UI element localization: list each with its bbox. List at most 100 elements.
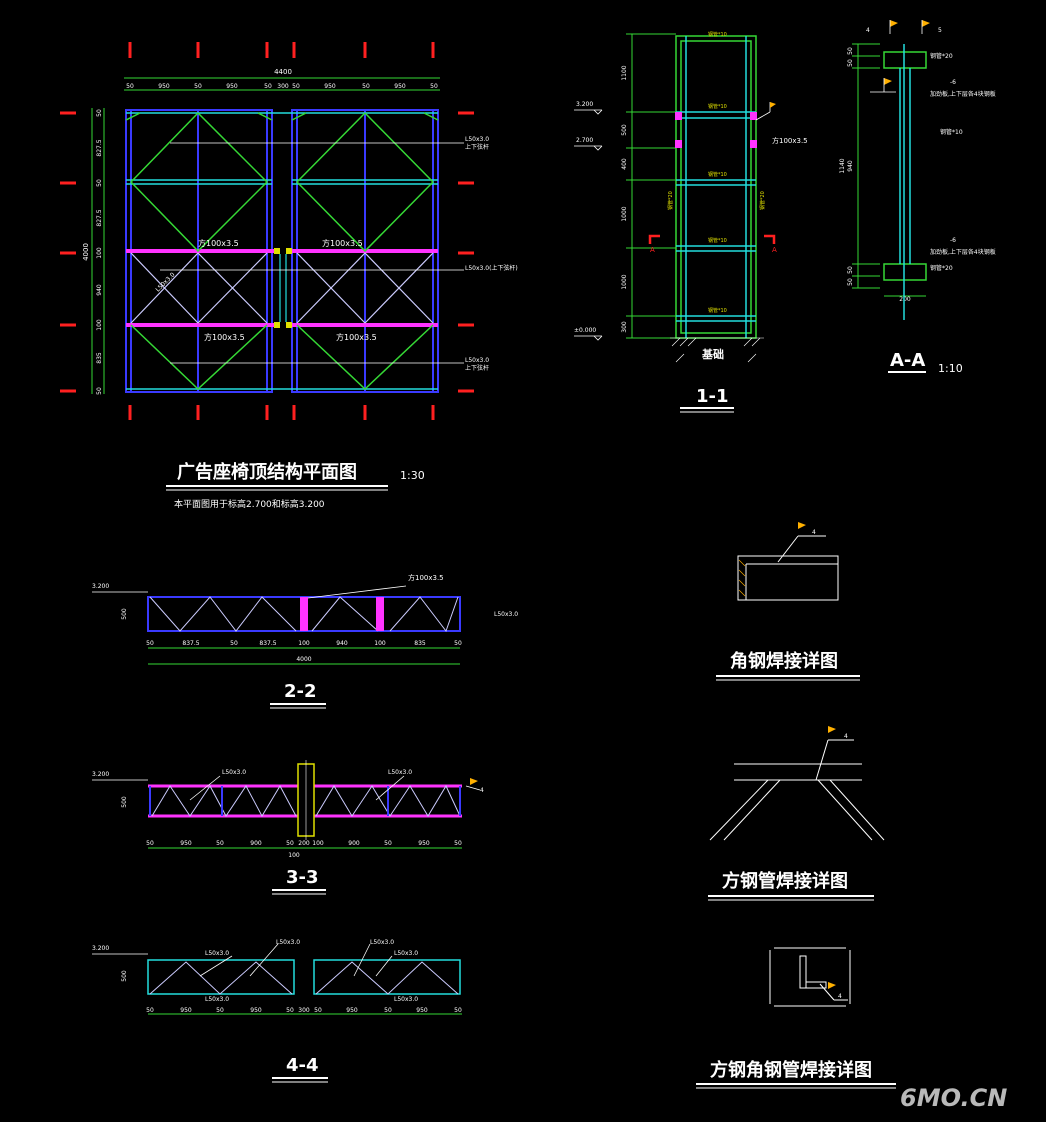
svg-text:950: 950 xyxy=(180,840,192,847)
svg-text:950: 950 xyxy=(180,1007,192,1014)
svg-text:4: 4 xyxy=(866,27,870,34)
svg-text:基础: 基础 xyxy=(701,347,724,361)
svg-text:50: 50 xyxy=(146,840,154,847)
svg-text:100: 100 xyxy=(298,640,310,647)
svg-text:加劲板,上下层各4块钢板: 加劲板,上下层各4块钢板 xyxy=(930,248,996,256)
svg-text:50: 50 xyxy=(286,1007,294,1014)
svg-text:钢管*10: 钢管*10 xyxy=(940,128,963,136)
svg-text:940: 940 xyxy=(96,284,103,296)
section-2-2-title: 2-2 xyxy=(284,681,317,702)
svg-text:L50x3.0: L50x3.0 xyxy=(394,950,418,957)
svg-text:50: 50 xyxy=(430,83,438,90)
svg-text:4000: 4000 xyxy=(296,656,311,663)
svg-text:1140: 1140 xyxy=(839,158,846,173)
svg-text:50: 50 xyxy=(384,1007,392,1014)
svg-text:钢管*10: 钢管*10 xyxy=(708,31,727,38)
svg-text:837.5: 837.5 xyxy=(182,640,199,647)
svg-text:50: 50 xyxy=(96,109,103,117)
svg-text:50: 50 xyxy=(292,83,300,90)
svg-text:50: 50 xyxy=(264,83,272,90)
svg-text:钢管*20: 钢管*20 xyxy=(930,264,953,272)
svg-text:835: 835 xyxy=(96,352,103,364)
section-4-4: 3.200 500 L50x3.0 L50x3.0 L50x3.0 L50x3.… xyxy=(92,939,462,1083)
svg-text:方100x3.5: 方100x3.5 xyxy=(198,238,239,248)
section-a-a-title: A-A xyxy=(890,350,925,371)
svg-text:50: 50 xyxy=(230,640,238,647)
svg-text:L50x3.0: L50x3.0 xyxy=(388,769,412,776)
svg-text:100: 100 xyxy=(374,640,386,647)
svg-text:500: 500 xyxy=(121,970,128,982)
svg-text:835: 835 xyxy=(414,640,426,647)
plan-total-height: 4000 xyxy=(82,243,90,261)
svg-text:300: 300 xyxy=(621,321,628,333)
section-1-1: 1100 500 400 1000 1000 300 3.200 2.700 ±… xyxy=(574,31,808,413)
svg-text:L50x3.0: L50x3.0 xyxy=(494,611,518,618)
svg-text:500: 500 xyxy=(621,124,628,136)
section-3-3: 3.200 500 L50x3.0 L50x3.0 4 50 950 50 xyxy=(92,760,484,895)
svg-text:角钢焊接详图: 角钢焊接详图 xyxy=(730,650,838,672)
svg-text:方钢角钢管焊接详图: 方钢角钢管焊接详图 xyxy=(710,1059,872,1081)
svg-text:1100: 1100 xyxy=(621,65,628,80)
svg-text:L50x3.0: L50x3.0 xyxy=(222,769,246,776)
svg-text:50: 50 xyxy=(847,278,854,286)
tube-weld-detail: 4 方钢管焊接详图 xyxy=(708,726,885,901)
plan-left-dims: 50 827.5 50 827.5 100 940 100 835 50 xyxy=(96,109,103,395)
svg-text:1000: 1000 xyxy=(621,274,628,289)
svg-text:50: 50 xyxy=(96,387,103,395)
svg-text:3.200: 3.200 xyxy=(92,583,109,590)
plan-diagonal-bracing xyxy=(125,112,439,391)
svg-text:1000: 1000 xyxy=(621,206,628,221)
plan-top-dims: 50 950 50 950 50 300 50 950 50 950 50 xyxy=(126,83,438,90)
svg-text:50: 50 xyxy=(126,83,134,90)
svg-text:方钢管焊接详图: 方钢管焊接详图 xyxy=(722,870,848,892)
plan-scale: 1:30 xyxy=(400,469,425,482)
svg-text:100: 100 xyxy=(312,840,324,847)
svg-text:940: 940 xyxy=(336,640,348,647)
svg-text:50: 50 xyxy=(314,1007,322,1014)
svg-text:50: 50 xyxy=(384,840,392,847)
svg-text:1:10: 1:10 xyxy=(938,362,963,375)
svg-text:钢管*10: 钢管*10 xyxy=(708,103,727,110)
svg-text:钢管*10: 钢管*10 xyxy=(708,171,727,178)
svg-text:A: A xyxy=(650,246,655,254)
svg-text:4: 4 xyxy=(812,529,816,536)
section-a-a: 50 50 1140 940 50 50 200 4 5 钢管*20 xyxy=(839,20,996,375)
svg-text:3.200: 3.200 xyxy=(92,945,109,952)
svg-text:L50x3.0: L50x3.0 xyxy=(394,996,418,1003)
svg-text:钢管*20: 钢管*20 xyxy=(930,52,953,60)
svg-text:100: 100 xyxy=(288,852,300,859)
svg-text:方100x3.5: 方100x3.5 xyxy=(322,238,363,248)
svg-text:5: 5 xyxy=(938,27,942,34)
svg-text:±0.000: ±0.000 xyxy=(574,327,596,334)
svg-text:827.5: 827.5 xyxy=(96,209,103,226)
svg-text:钢管*10: 钢管*10 xyxy=(708,237,727,244)
svg-text:50: 50 xyxy=(146,640,154,647)
svg-text:50: 50 xyxy=(847,59,854,67)
svg-text:50: 50 xyxy=(847,266,854,274)
svg-text:200: 200 xyxy=(298,840,310,847)
svg-text:500: 500 xyxy=(121,608,128,620)
svg-text:-6: -6 xyxy=(950,79,956,86)
section-1-1-title: 1-1 xyxy=(696,386,729,407)
svg-text:4: 4 xyxy=(838,993,842,1000)
svg-text:300: 300 xyxy=(277,83,289,90)
svg-text:200: 200 xyxy=(899,296,911,303)
svg-text:-6: -6 xyxy=(950,237,956,244)
svg-text:100: 100 xyxy=(96,319,103,331)
svg-text:3.200: 3.200 xyxy=(92,771,109,778)
svg-text:950: 950 xyxy=(394,83,406,90)
svg-text:827.5: 827.5 xyxy=(96,139,103,156)
svg-text:837.5: 837.5 xyxy=(259,640,276,647)
section-4-4-title: 4-4 xyxy=(286,1055,319,1076)
svg-text:3.200: 3.200 xyxy=(576,101,593,108)
plan-square-tubes xyxy=(126,249,438,327)
svg-text:50: 50 xyxy=(286,840,294,847)
svg-text:950: 950 xyxy=(158,83,170,90)
svg-text:钢管*20: 钢管*20 xyxy=(667,191,674,210)
angle-weld-detail: 4 角钢焊接详图 xyxy=(716,522,860,681)
svg-text:4: 4 xyxy=(844,733,848,740)
svg-text:950: 950 xyxy=(324,83,336,90)
watermark: 6MO.CN xyxy=(900,1084,1007,1112)
svg-text:50: 50 xyxy=(194,83,202,90)
